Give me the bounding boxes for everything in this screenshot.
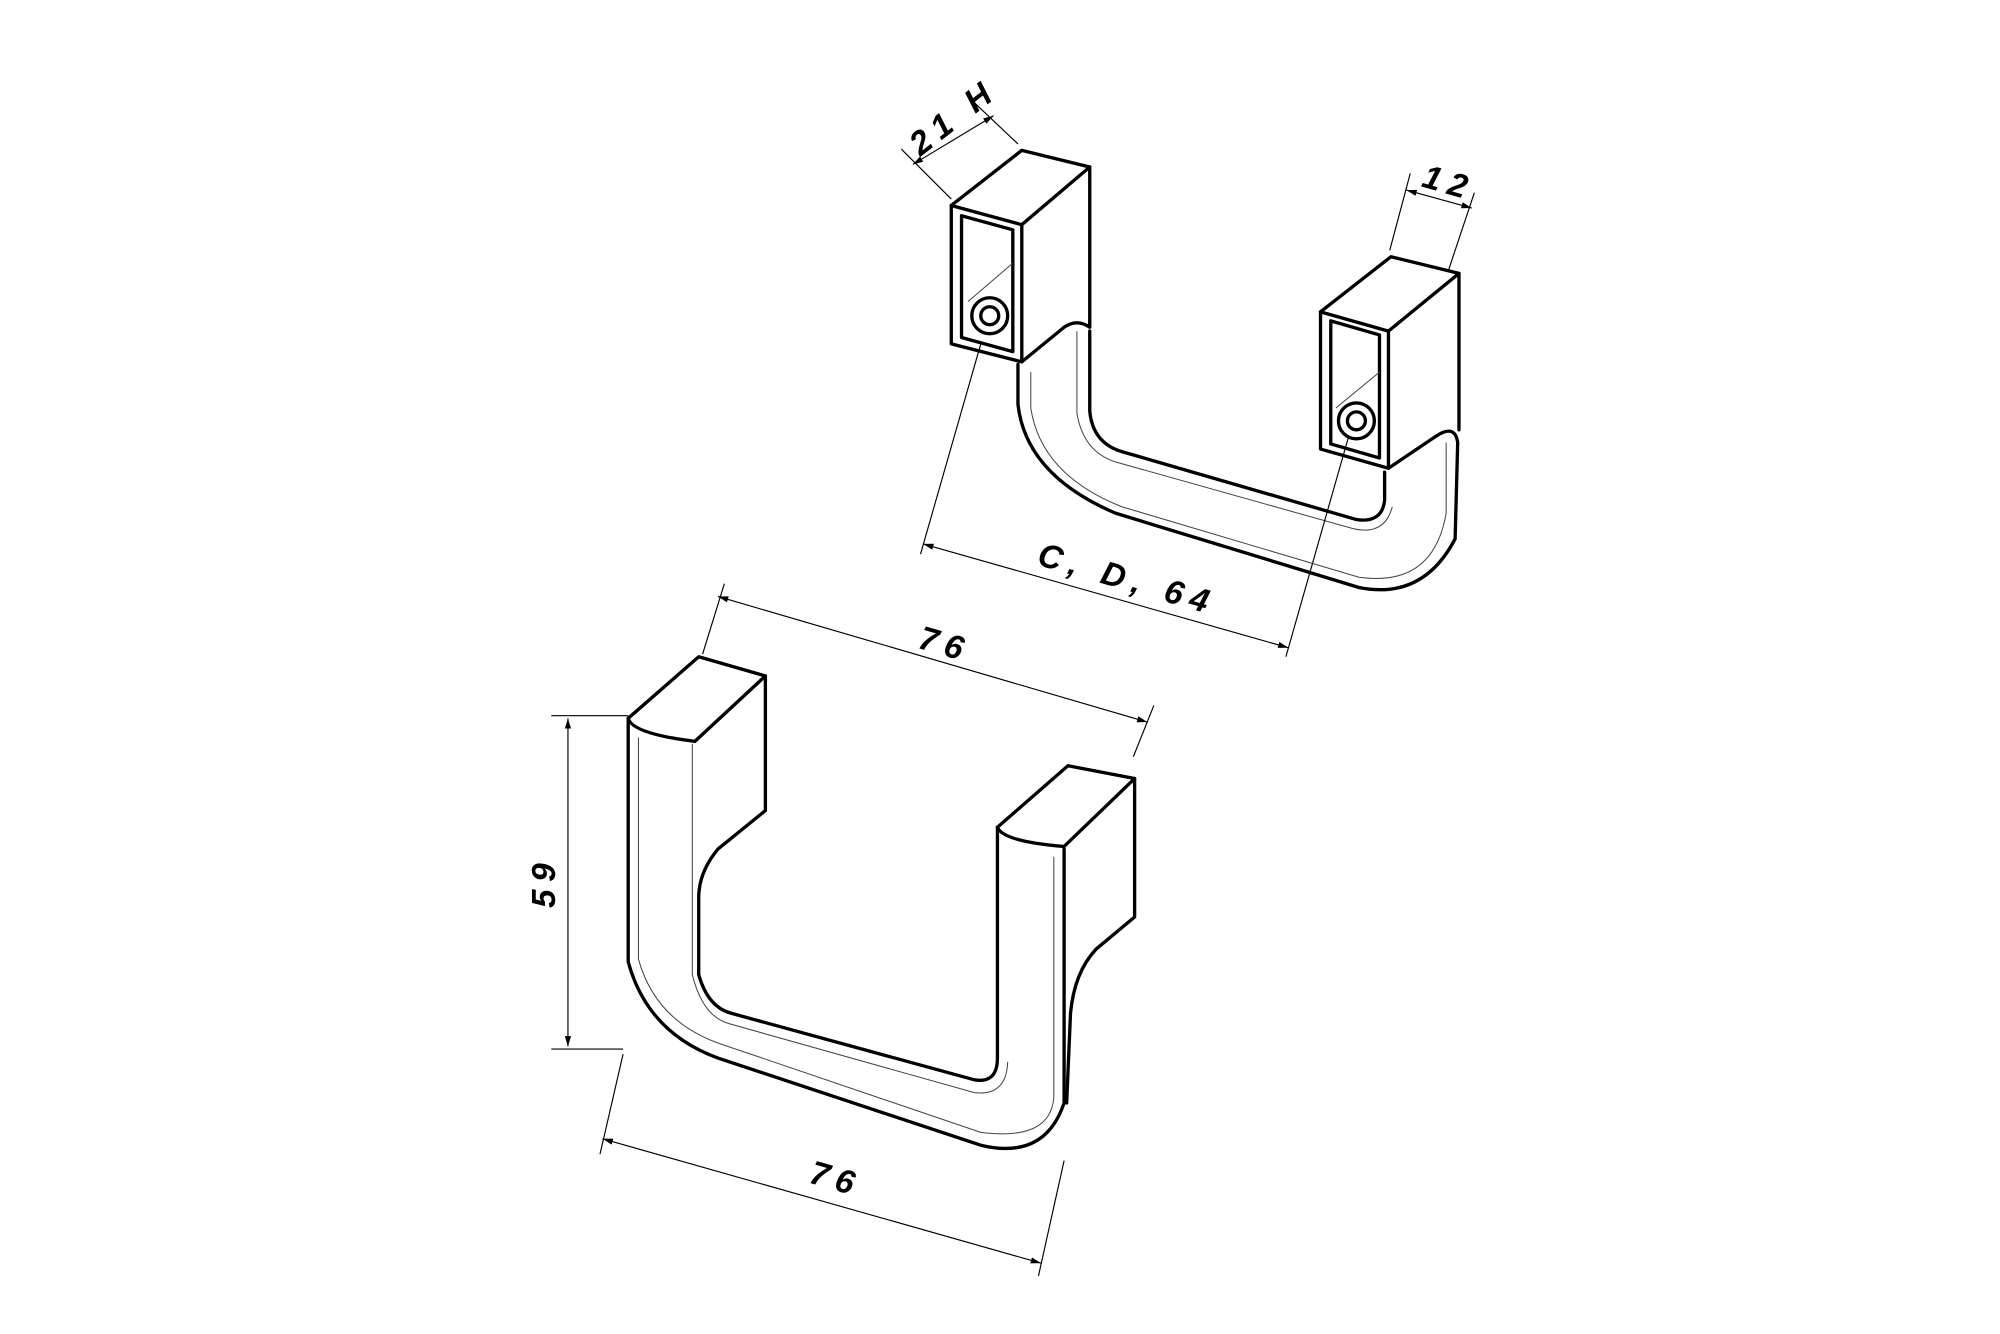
dimension-length-top: 76	[702, 583, 1155, 757]
handle-rear-view	[949, 148, 1461, 592]
dimension-width: 12	[1389, 158, 1479, 270]
length-bottom-label: 76	[805, 1155, 866, 1205]
center-distance-label: C, D, 64	[1034, 537, 1221, 623]
dimension-length-bottom: 76	[599, 1054, 1065, 1277]
length-top-label: 76	[914, 620, 975, 670]
dimension-height: 59	[526, 715, 629, 1050]
height-label: 59	[526, 856, 563, 908]
width-label: 12	[1418, 158, 1479, 208]
dimension-depth: 21 H	[900, 72, 1019, 200]
handle-front-view	[626, 655, 1137, 1151]
